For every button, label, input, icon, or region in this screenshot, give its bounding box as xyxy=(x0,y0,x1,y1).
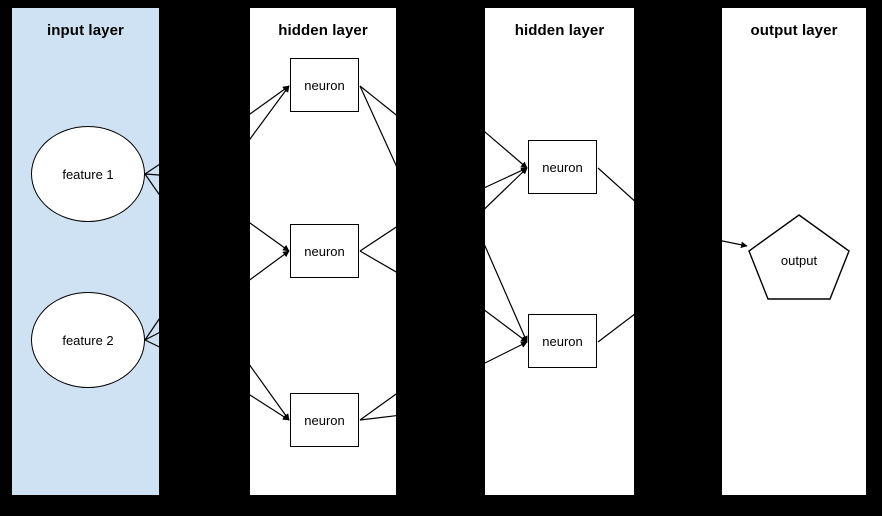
node-hidden1-neuron-2[interactable]: neuron xyxy=(290,224,359,278)
node-feature-2[interactable]: feature 2 xyxy=(31,292,145,388)
node-label: output xyxy=(780,253,818,268)
node-hidden2-neuron-2[interactable]: neuron xyxy=(528,314,597,368)
node-label: neuron xyxy=(542,333,583,349)
input-layer-edges xyxy=(144,163,159,348)
layer-title-output: output layer xyxy=(750,22,838,39)
node-label: neuron xyxy=(304,412,345,428)
hidden-layer-2-edges xyxy=(485,131,634,364)
node-hidden1-neuron-1[interactable]: neuron xyxy=(290,58,359,112)
node-label: neuron xyxy=(304,77,345,93)
node-label: feature 1 xyxy=(62,166,114,182)
layer-title-hidden-1: hidden layer xyxy=(278,22,368,39)
node-output-pentagon[interactable]: output xyxy=(747,213,851,301)
node-hidden2-neuron-1[interactable]: neuron xyxy=(528,140,597,194)
node-label: neuron xyxy=(304,243,345,259)
node-hidden1-neuron-3[interactable]: neuron xyxy=(290,393,359,447)
pentagon-shape xyxy=(748,214,850,300)
layer-title-input: input layer xyxy=(47,22,124,39)
node-feature-1[interactable]: feature 1 xyxy=(31,126,145,222)
layer-hidden-2: hidden layer xyxy=(485,8,634,495)
layer-title-hidden-2: hidden layer xyxy=(514,22,605,39)
layer-hidden-1: hidden layer xyxy=(250,8,396,495)
node-label: neuron xyxy=(542,159,583,175)
layer-input: input layer feature 1 feature 2 xyxy=(12,8,159,495)
node-label: feature 2 xyxy=(62,332,114,348)
layer-output: output layer output xyxy=(722,8,866,495)
